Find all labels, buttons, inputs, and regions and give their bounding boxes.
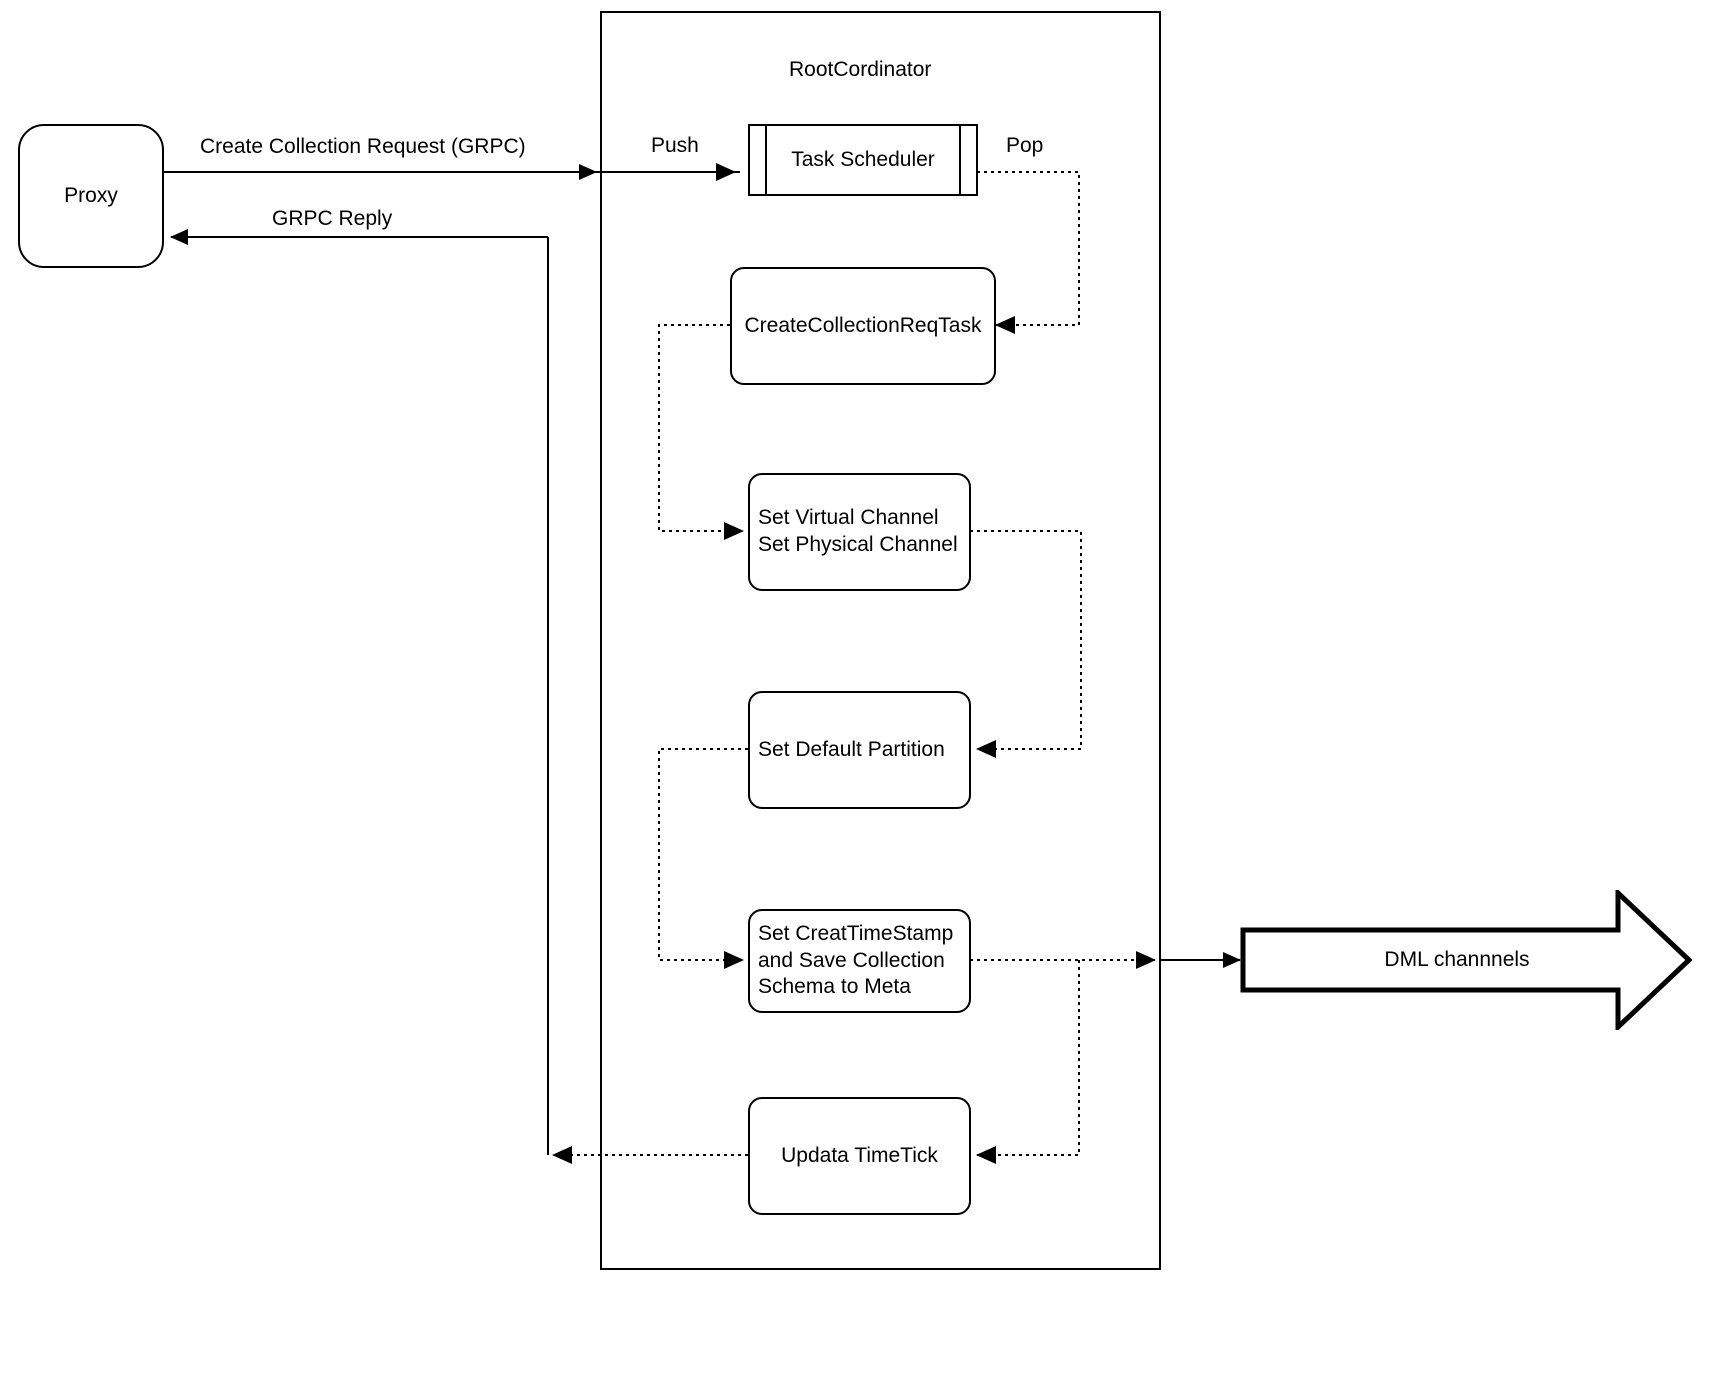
rootcoordinator-container: [600, 11, 1161, 1270]
edge-label-create-collection-request: Create Collection Request (GRPC): [200, 135, 526, 158]
edge-set-channels-to-default-partition: [970, 530, 1082, 758]
edge-label-pop: Pop: [1006, 134, 1044, 157]
node-create-collection-req-task[interactable]: CreateCollectionReqTask: [730, 267, 996, 385]
task-scheduler-dividers: [765, 124, 961, 196]
dml-channels-arrow-shape: [1240, 890, 1692, 1030]
edge-label-push: Push: [651, 134, 699, 157]
edge-pop-to-create-collection-task: [963, 171, 1080, 334]
node-set-default-partition[interactable]: Set Default Partition: [748, 691, 971, 809]
node-dml-channels[interactable]: DML channnels: [1240, 890, 1692, 1030]
edge-set-timestamp-to-update-timetick: [976, 960, 1080, 1164]
dml-channels-label: DML channnels: [1384, 948, 1530, 971]
node-proxy[interactable]: Proxy: [18, 124, 164, 268]
edge-label-grpc-reply: GRPC Reply: [272, 207, 393, 230]
edge-default-partition-to-set-timestamp: [658, 748, 748, 969]
node-update-timetick[interactable]: Updata TimeTick: [748, 1097, 971, 1215]
node-task-scheduler[interactable]: Task Scheduler: [748, 124, 978, 196]
edge-grpc-reply: [170, 229, 549, 1155]
node-set-creat-timestamp[interactable]: Set CreatTimeStamp and Save Collection S…: [748, 909, 971, 1013]
node-set-channels[interactable]: Set Virtual Channel Set Physical Channel: [748, 473, 971, 591]
rootcoordinator-title: RootCordinator: [789, 58, 932, 81]
edge-task-to-set-channels: [658, 324, 744, 540]
node-task-scheduler-group[interactable]: Task Scheduler: [748, 124, 978, 196]
